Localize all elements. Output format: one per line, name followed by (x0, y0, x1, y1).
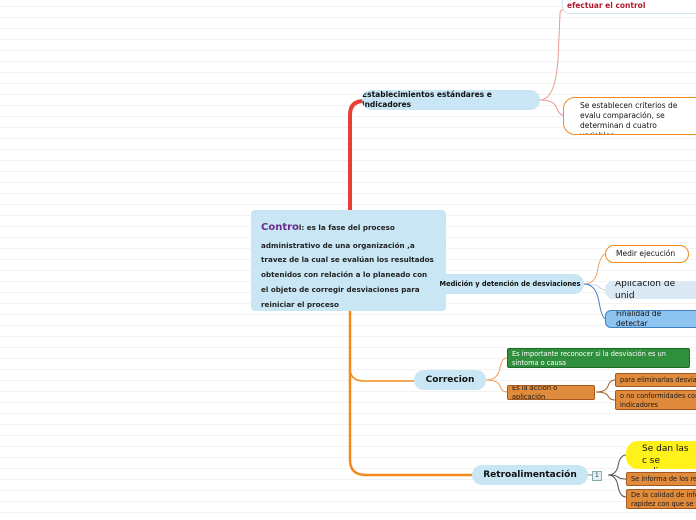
criterios-node[interactable]: Se establecen criterios de evalu compara… (563, 97, 696, 135)
branch-correcion-label: Correcion (425, 374, 475, 385)
background-rule-line (0, 413, 696, 414)
central-topic[interactable]: Control: es la fase del proceso administ… (251, 210, 446, 311)
branch-correcion[interactable]: Correcion (414, 370, 486, 390)
branch-medicion-label: Medición y detención de desviaciones (439, 279, 581, 288)
background-rule-line (0, 314, 696, 315)
background-rule-line (0, 17, 696, 18)
background-rule-line (0, 446, 696, 447)
background-rule-line (0, 424, 696, 425)
background-rule-line (0, 457, 696, 458)
connector-green (485, 357, 508, 381)
background-rule-line (0, 325, 696, 326)
eliminar-desviaciones-label: para eliminarlas desvia (620, 375, 696, 384)
connector-medir (583, 253, 607, 285)
eliminar-desviaciones-node[interactable]: para eliminarlas desvia (615, 373, 696, 387)
background-rule-line (0, 6, 696, 7)
se-dan-node[interactable]: Se dan las c se aplicaron (626, 441, 696, 469)
connector-aplicacion (583, 283, 607, 291)
background-rule-line (0, 468, 696, 469)
accion-aplicacion-label: Es la acción o aplicación (512, 385, 558, 400)
connector-finalidad (583, 283, 607, 320)
connector-criterios (539, 99, 567, 117)
connector-informa (607, 474, 627, 480)
sintoma-causa-label: Es importante reconocer si la desviación… (512, 350, 666, 367)
background-rule-line (0, 501, 696, 502)
background-rule-line (0, 94, 696, 95)
central-body: l: es la fase del proceso administrativo… (261, 223, 434, 309)
finalidad-label: Finalidad de detectar (616, 310, 662, 328)
background-rule-line (0, 50, 696, 51)
connector-calidad (607, 474, 627, 498)
finalidad-node[interactable]: Finalidad de detectar (605, 310, 696, 328)
no-conformidades-label: o no conformidades con indicadores (620, 392, 696, 409)
central-title: Contro (261, 222, 299, 233)
background-rule-line (0, 391, 696, 392)
background-rule-line (0, 358, 696, 359)
background-rule-line (0, 72, 696, 73)
trunk-orange (348, 226, 472, 477)
branch-retro-label: Retroalimentación (483, 469, 577, 480)
sintoma-causa-node[interactable]: Es importante reconocer si la desviación… (507, 348, 690, 368)
branch-medicion[interactable]: Medición y detención de desviaciones (436, 274, 584, 294)
criterios-label: Se establecen criterios de evalu compara… (580, 101, 678, 134)
background-rule-line (0, 402, 696, 403)
se-informa-label: Se informa de los re (631, 474, 696, 483)
connector-correcion (349, 367, 414, 382)
background-rule-line (0, 490, 696, 491)
background-rule-line (0, 435, 696, 436)
background-rule-line (0, 28, 696, 29)
background-rule-line (0, 336, 696, 337)
aplicacion-unid-label: Aplicación de unid (615, 281, 676, 299)
trunk-red (348, 99, 366, 228)
branch-establecimientos-label: Establecimientos estándares e indicadore… (362, 90, 492, 109)
background-rule-line (0, 512, 696, 513)
connector-orange (485, 379, 508, 393)
efectuar-control-label: efectuar el control (567, 1, 646, 10)
branch-establecimientos[interactable]: Establecimientos estándares e indicadore… (362, 90, 540, 110)
branch-retroalimentacion[interactable]: Retroalimentación (472, 465, 588, 485)
connector-yellow (607, 454, 627, 476)
calidad-info-label: De la calidad de info rapidez con que se… (631, 491, 696, 508)
collapsed-count-value: 1 (595, 472, 599, 479)
aplicacion-unid-node[interactable]: Aplicación de unid (605, 281, 696, 299)
background-rule-line (0, 479, 696, 480)
connector-noconform (595, 391, 616, 401)
medir-ejecucion-label: Medir ejecución (616, 248, 676, 258)
no-conformidades-node[interactable]: o no conformidades con indicadores (615, 390, 696, 410)
accion-aplicacion-node[interactable]: Es la acción o aplicación (507, 385, 595, 400)
background-rule-line (0, 380, 696, 381)
medir-ejecucion-node[interactable]: Medir ejecución (605, 245, 689, 263)
connector-efectuar (539, 8, 567, 101)
background-rule-line (0, 83, 696, 84)
background-rule-line (0, 39, 696, 40)
connector-eliminar (595, 379, 616, 393)
collapsed-count-badge[interactable]: 1 (592, 471, 602, 481)
background-rule-line (0, 61, 696, 62)
background-rule-line (0, 347, 696, 348)
background-rule-line (0, 369, 696, 370)
calidad-info-node[interactable]: De la calidad de info rapidez con que se… (626, 489, 696, 509)
efectuar-control-node[interactable]: efectuar el control (562, 0, 696, 14)
se-dan-label: Se dan las c se aplicaron (642, 444, 689, 469)
background-rule-line (0, 105, 696, 106)
se-informa-node[interactable]: Se informa de los re (626, 472, 696, 486)
